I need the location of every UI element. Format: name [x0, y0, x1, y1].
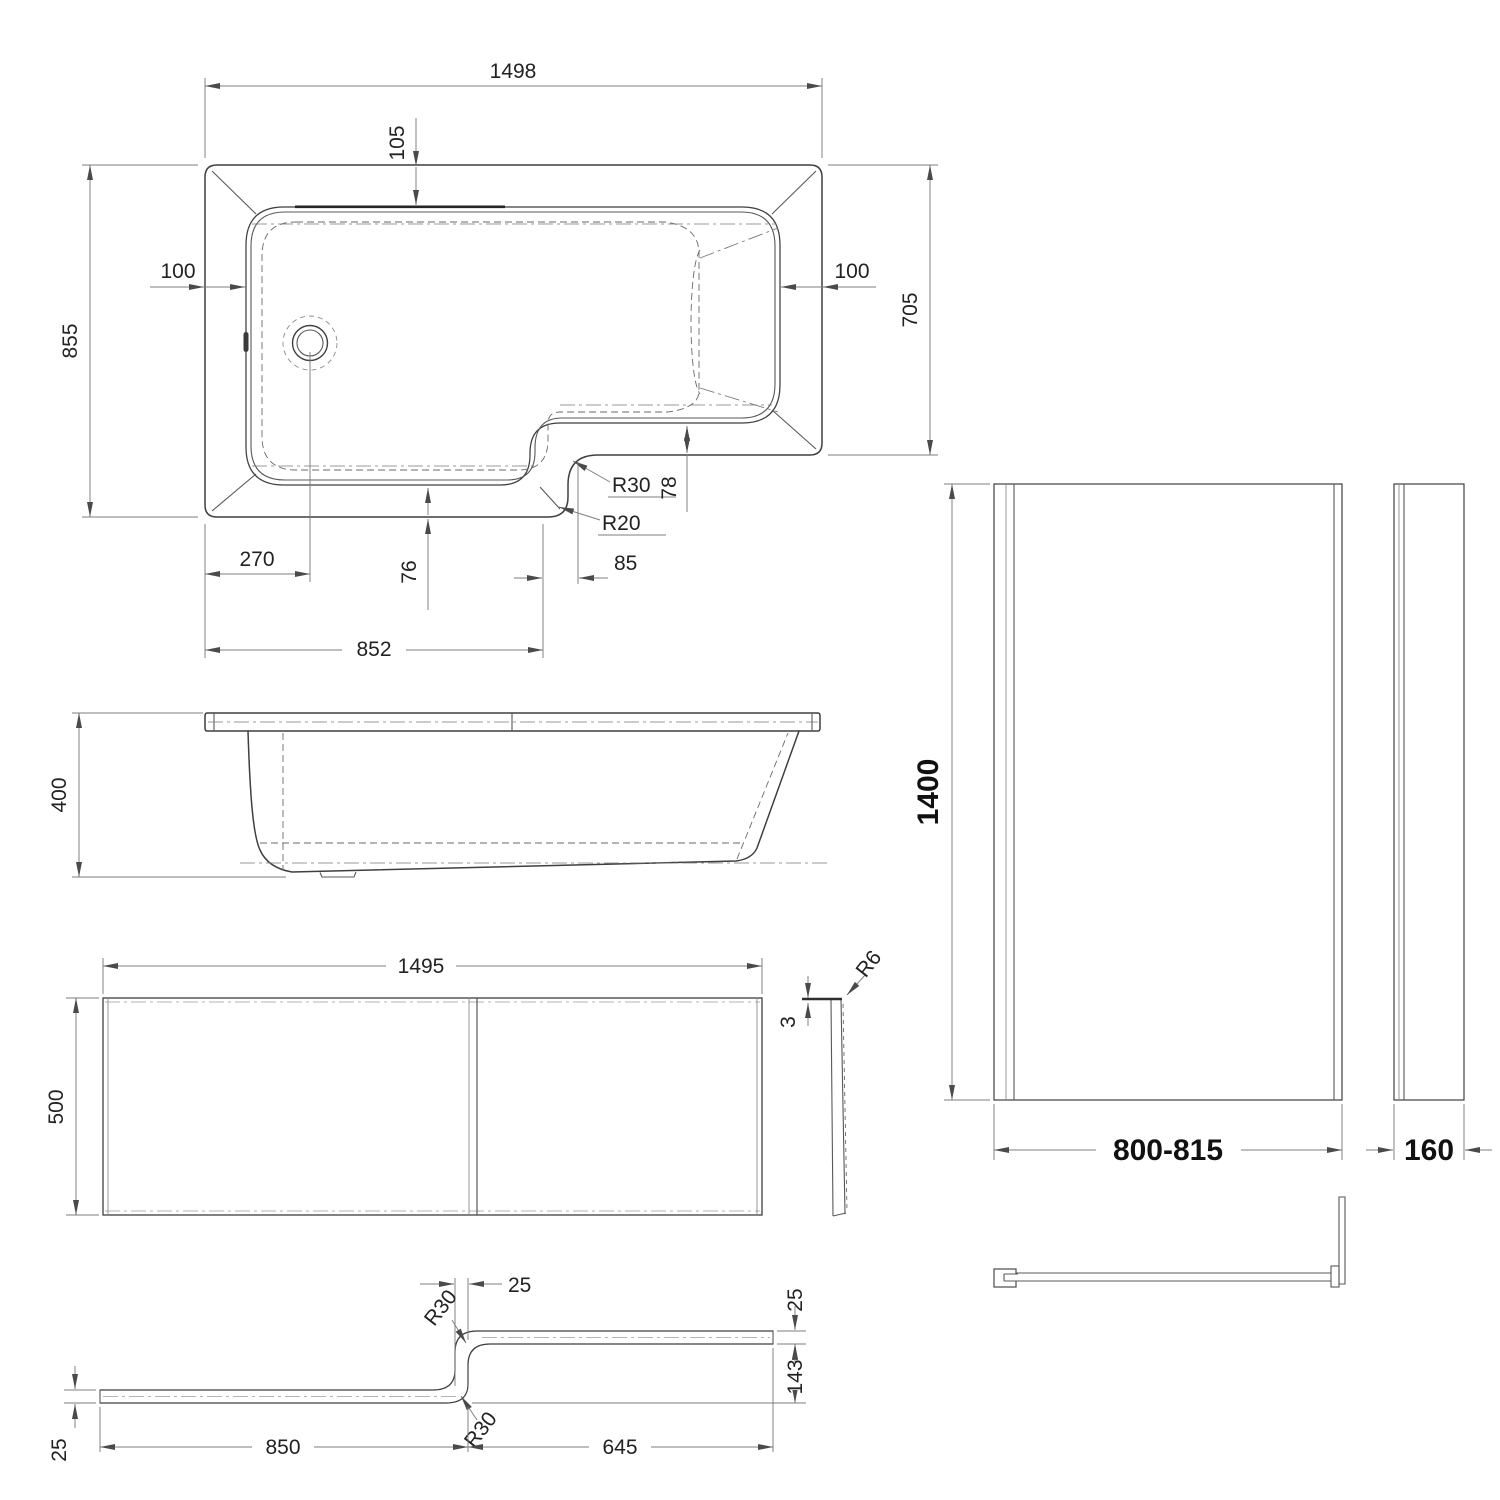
dim-panel-step-width: 25 — [508, 1274, 531, 1297]
bracket-notch — [1003, 1273, 1018, 1282]
label-mask — [1096, 1135, 1241, 1165]
dim-panel-radius-upper: R30 — [420, 1286, 462, 1331]
screen-outline — [993, 483, 1343, 1101]
bath-plan-view: 1498 105 855 100 100 705 R30 R20 — [59, 60, 938, 661]
dim-bath-drain-from-left: 270 — [239, 548, 274, 571]
tub-foot — [319, 871, 357, 878]
dim-panel-left-length: 850 — [265, 1436, 300, 1459]
dim-panel-end-thickness: 25 — [784, 1288, 807, 1311]
dim-bath-seat-gap: 78 — [658, 476, 681, 499]
label-mask — [1398, 1136, 1460, 1164]
panel-plan-view: 25 R30 R30 25 143 25 850 645 — [48, 1274, 807, 1462]
bath-outer-outline — [204, 164, 823, 518]
overflow-slot — [243, 332, 249, 352]
dim-panel-left-thickness: 25 — [48, 1438, 71, 1461]
dim-bath-bathing-length: 852 — [356, 638, 391, 661]
dim-bath-deck-top: 105 — [386, 125, 409, 160]
label-mask — [342, 636, 406, 660]
rim-band — [204, 712, 821, 732]
dim-panel-corner-radius: R6 — [852, 946, 887, 981]
dim-bath-deck-left: 100 — [160, 260, 195, 283]
dim-screen-fixed-panel: 160 — [1404, 1134, 1454, 1167]
dim-bath-deck-bottom: 76 — [398, 560, 421, 583]
dim-panel-return-depth: 143 — [784, 1359, 807, 1394]
corner-diagonals — [211, 170, 817, 512]
profile-right — [840, 998, 846, 1215]
dim-bath-deck-right: 100 — [834, 260, 869, 283]
leader-r20 — [558, 506, 601, 521]
tub-body — [247, 730, 800, 873]
dim-step-radius-inner: R30 — [612, 474, 651, 497]
leader-r30 — [572, 460, 611, 483]
profile-hatch — [842, 1003, 848, 1213]
panel-plan-top-edge — [99, 1330, 774, 1391]
panel-edge-profile: 3 R6 — [777, 946, 887, 1217]
bracket-notch-mask — [1004, 1274, 1018, 1281]
leader-r6 — [846, 973, 867, 996]
dim-bath-overall-width: 855 — [59, 323, 82, 358]
dim-panel-radius-lower: R30 — [460, 1408, 502, 1453]
leader-r30-lower — [460, 1395, 478, 1421]
label-mask — [252, 1434, 314, 1458]
dim-bath-height: 400 — [48, 777, 71, 812]
panel-plan-bottom-edge — [99, 1343, 774, 1404]
front-panel-view: 1495 500 — [45, 953, 763, 1216]
dim-panel-thickness: 3 — [777, 1016, 800, 1028]
bath-inner-rim-2 — [250, 211, 776, 481]
screen-side-view: 160 — [1366, 483, 1492, 1167]
screen-plan-view — [993, 1196, 1346, 1288]
label-mask — [784, 1362, 806, 1390]
dim-screen-width-range: 800-815 — [1113, 1134, 1223, 1167]
screen-front-view: 1400 800-815 — [912, 483, 1343, 1167]
profile-bottom-cap — [832, 1212, 847, 1217]
seat-diagonal-top — [699, 227, 779, 259]
dim-bath-shower-end-width: 705 — [899, 292, 922, 327]
corner-foot — [1330, 1265, 1340, 1288]
screen-side-outline — [1393, 483, 1465, 1101]
hidden-slope — [736, 732, 789, 860]
dim-panel-height: 500 — [45, 1089, 68, 1124]
bath-side-view: 400 — [48, 712, 828, 878]
dim-bath-overall-length: 1498 — [490, 60, 537, 83]
dim-screen-height: 1400 — [912, 759, 945, 826]
label-mask — [386, 953, 456, 977]
panel-outline — [102, 997, 763, 1216]
dim-panel-length: 1495 — [398, 955, 445, 978]
label-mask — [589, 1434, 651, 1458]
seat-slope-curve — [690, 249, 701, 395]
dim-step-radius-outer: R20 — [602, 512, 641, 535]
seat-diagonal-bottom — [699, 387, 779, 413]
dim-bath-step-offset: 85 — [614, 552, 637, 575]
bath-inner-rim — [245, 206, 781, 486]
dim-panel-right-length: 645 — [602, 1436, 637, 1459]
profile-left — [830, 998, 834, 1217]
return-panel — [1338, 1196, 1346, 1285]
leader-r30-upper — [451, 1319, 467, 1344]
